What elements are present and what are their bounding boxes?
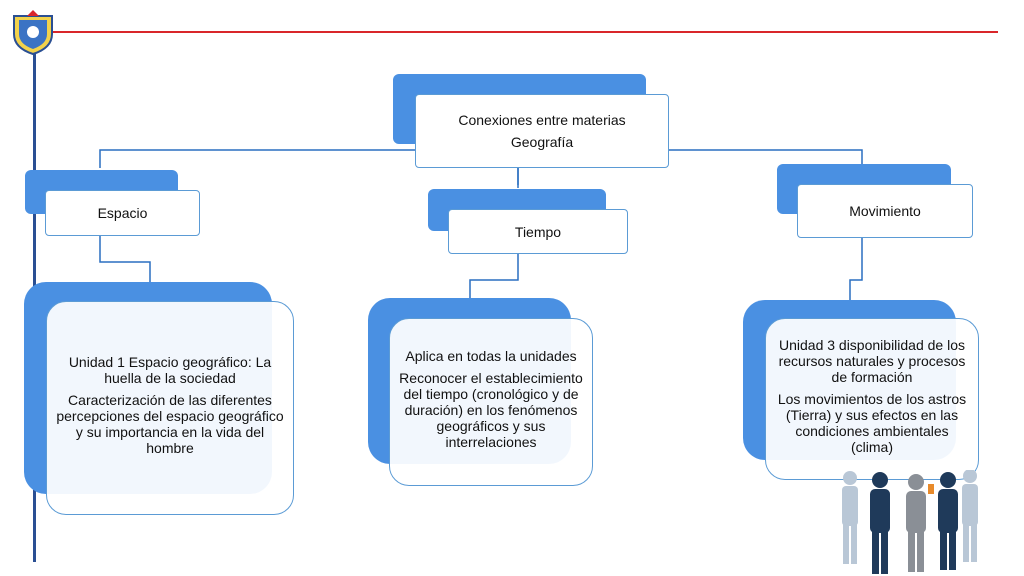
movimiento-detail: Unidad 3 disponibilidad de los recursos … xyxy=(765,318,979,480)
movimiento-detail-heading: Unidad 3 disponibilidad de los recursos … xyxy=(778,337,966,385)
espacio-detail: Unidad 1 Espacio geográfico: La huella d… xyxy=(46,301,294,515)
espacio-detail-text: Caracterización de las diferentes percep… xyxy=(56,392,284,456)
tiempo-label: Tiempo xyxy=(514,223,562,240)
people-silhouettes-icon xyxy=(842,470,978,574)
espacio-node: Espacio xyxy=(45,190,200,236)
header-rule xyxy=(40,31,998,33)
movimiento-node: Movimiento xyxy=(797,184,973,238)
movimiento-detail-text: Los movimientos de los astros (Tierra) y… xyxy=(777,391,967,455)
movimiento-label: Movimiento xyxy=(849,203,921,219)
espacio-label: Espacio xyxy=(97,205,148,221)
crest-logo-icon xyxy=(13,10,53,56)
tiempo-detail: Aplica en todas la unidades Reconocer el… xyxy=(389,318,593,486)
root-subtitle: Geografía xyxy=(510,134,574,150)
tiempo-detail-text: Reconocer el establecimiento del tiempo … xyxy=(399,370,583,450)
espacio-detail-heading: Unidad 1 Espacio geográfico: La huella d… xyxy=(68,354,272,386)
root-title: Conexiones entre materias xyxy=(458,112,626,128)
tiempo-detail-heading: Aplica en todas la unidades xyxy=(405,348,577,364)
root-node: Conexiones entre materias Geografía xyxy=(415,94,669,168)
tiempo-node: Tiempo xyxy=(448,209,628,254)
